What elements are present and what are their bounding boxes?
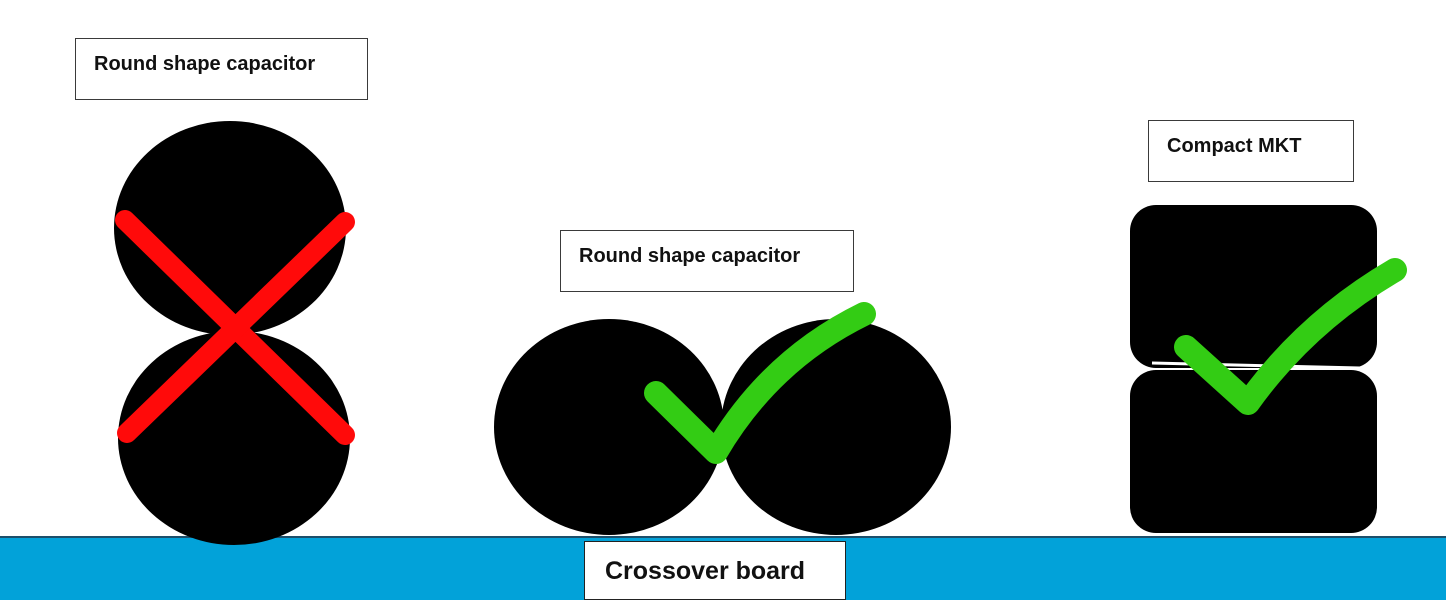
round-capacitor-top (114, 121, 346, 335)
compact-capacitor-top (1130, 205, 1377, 368)
right-capacitor-stack (1130, 205, 1377, 533)
board-label: Crossover board (584, 541, 846, 600)
check-mark-icon (1174, 258, 1407, 415)
round-capacitor-bottom (118, 331, 350, 545)
middle-capacitor-label: Round shape capacitor (560, 230, 854, 292)
left-capacitor-label: Round shape capacitor (75, 38, 368, 100)
round-capacitor-right (721, 319, 951, 535)
round-capacitor-left (494, 319, 724, 535)
cross-mark-icon (115, 210, 355, 445)
capacitor-gap-line (1151, 361, 1361, 370)
compact-capacitor-bottom (1130, 370, 1377, 533)
check-mark-icon (644, 302, 876, 464)
right-capacitor-label: Compact MKT (1148, 120, 1354, 182)
